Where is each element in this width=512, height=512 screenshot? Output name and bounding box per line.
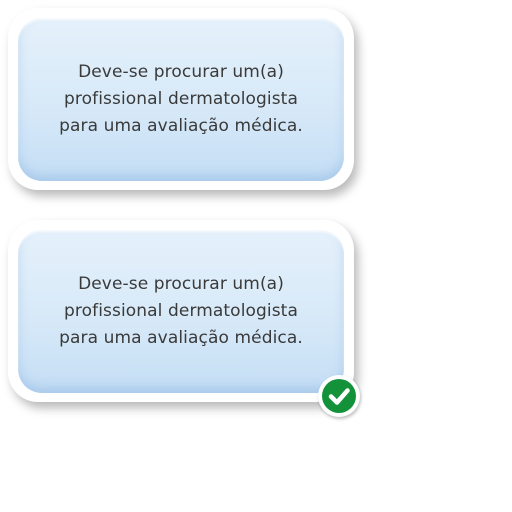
answer-text-line: Deve-se procurar um(a) xyxy=(78,274,284,294)
answer-text-line: Deve-se procurar um(a) xyxy=(78,62,284,82)
answer-option-1[interactable]: Deve-se procurar um(a) profissional derm… xyxy=(8,8,354,190)
answer-text-line: para uma avaliação médica. xyxy=(59,328,303,348)
answer-option-text: Deve-se procurar um(a) profissional derm… xyxy=(36,271,326,352)
answer-option-card[interactable]: Deve-se procurar um(a) profissional derm… xyxy=(18,230,344,393)
answer-option-card[interactable]: Deve-se procurar um(a) profissional derm… xyxy=(18,18,344,181)
correct-badge xyxy=(318,375,360,417)
answer-option-text: Deve-se procurar um(a) profissional derm… xyxy=(36,59,326,140)
answer-text-line: para uma avaliação médica. xyxy=(59,116,303,136)
answer-text-line: profissional dermatologista xyxy=(64,301,298,321)
answer-text-line: profissional dermatologista xyxy=(64,89,298,109)
check-icon xyxy=(322,379,356,413)
check-icon-glyph xyxy=(328,388,350,405)
answer-option-2[interactable]: Deve-se procurar um(a) profissional derm… xyxy=(8,220,360,417)
